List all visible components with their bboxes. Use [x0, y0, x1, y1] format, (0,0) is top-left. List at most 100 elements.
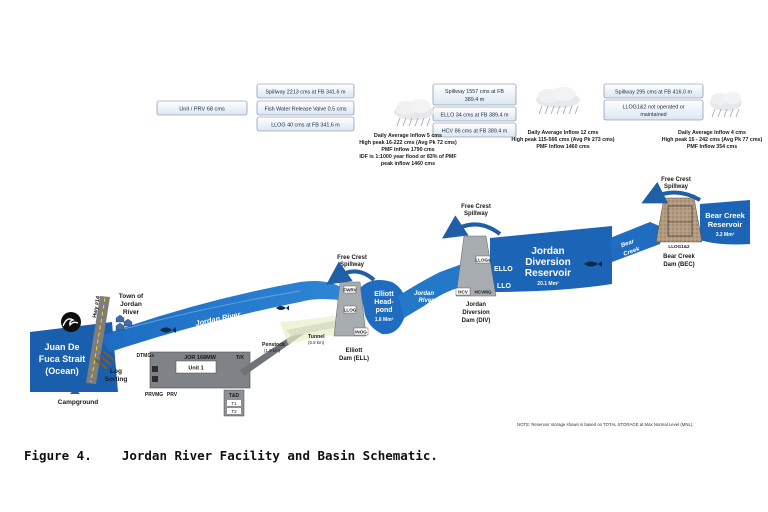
- log-sorting-label-1: Log: [110, 368, 122, 375]
- info-boxes-elliott: Spillway 2213 cms at FB 341.6 m Fish Wat…: [256, 83, 355, 132]
- unit-prv-text: Unit / PRV 68 cms: [179, 107, 225, 113]
- bec-free-crest-spillway: Free Crest Spillway: [641, 177, 702, 204]
- bec-inflow-line: High peak 15 - 242 cms (Avg Pk 77 cms): [662, 137, 763, 143]
- div-free-crest-spillway: Free Crest Spillway: [442, 204, 502, 239]
- ell-dam-label-1: Elliott: [346, 348, 363, 354]
- inflow-text-diversion: Daily Average Inflow 12 cms High peak 11…: [511, 130, 614, 150]
- div-inflow-line: Daily Average Inflow 12 cms: [528, 130, 599, 136]
- info-box-unit-prv: Unit / PRV 68 cms: [156, 100, 248, 116]
- fish-icon: [584, 261, 602, 267]
- diversion-dam: LLOGs ELLO LLO HCV HCVMG Jordan Diversio…: [455, 235, 513, 324]
- powerhouse: JOR 168MW Unit 1 DTMGs T/K PRVMG PRV T&D…: [137, 351, 251, 417]
- llo-label: LLO: [497, 283, 512, 290]
- div-ello-text: ELLO 34 cms at FB 389.4 m: [440, 113, 509, 119]
- bear-creek-dam: LLOG1&2 Bear Creek Dam (BEC): [655, 197, 703, 268]
- headpond-label-1: Elliott: [374, 291, 394, 298]
- town-of-jordan-river: Town of Jordan River: [115, 293, 144, 331]
- info-boxes-bear-creek: Spillway 295 cms at FB 416.0 m LLOG1&2 n…: [603, 83, 704, 121]
- div-hcv-text: HCV 86 cms at FB 389.4 m: [442, 129, 508, 135]
- hcvmg-label: HCVMG: [474, 290, 492, 295]
- div-spillway-text-2: 389.4 m: [465, 97, 485, 103]
- ell-spillway-text: Spillway 2213 cms at FB 341.6 m: [266, 90, 347, 96]
- tunnel-label-1: Tunnel: [308, 334, 325, 340]
- penstock-label-2: (1.6 km): [264, 348, 281, 353]
- bear-creek-label-2: Creek: [623, 246, 641, 258]
- diversion-reservoir: Jordan Diversion Reservoir 20.1 Mm³: [490, 226, 612, 292]
- house-icon: [115, 314, 125, 323]
- ell-dam-label-2: Dam (ELL): [339, 356, 369, 362]
- div-dam-label-1: Jordan: [466, 302, 486, 308]
- headpond-label-2: Head-: [374, 299, 394, 306]
- bec-res-label-1: Bear Creek: [705, 211, 745, 220]
- tent-icon: [82, 386, 92, 392]
- div-res-volume: 20.1 Mm³: [537, 281, 559, 287]
- tunnel-label-2: (5.5 km): [308, 340, 325, 345]
- llog-ell-label: LLOG: [344, 308, 357, 313]
- tent-icon: [58, 386, 68, 392]
- ocean-label-3: (Ocean): [45, 366, 79, 376]
- hcv-label: HCV: [458, 290, 469, 295]
- prv-label: PRV: [167, 392, 178, 398]
- ell-inflow-line: High peak 16-222 cms (Avg Pk 72 cms): [359, 140, 457, 146]
- house-icon: [123, 318, 133, 327]
- ocean-label-2: Fuca Strait: [39, 354, 86, 364]
- bec-llog-text-2: maintained: [640, 112, 666, 118]
- ell-inflow-line: IDF is 1:1000 year flood or 83% of PMF: [359, 154, 457, 160]
- bec-dam-label-2: Dam (BEC): [663, 262, 694, 268]
- div-free-label-1: Free Crest: [461, 204, 491, 210]
- campground: Campground: [58, 386, 98, 406]
- elliott-headpond: Elliott Head- pond 1.6 Mm³: [360, 280, 407, 335]
- inflow-text-elliott: Daily Average Inflow 5 cms High peak 16-…: [359, 133, 457, 167]
- llogs-label: LLOGs: [475, 258, 491, 263]
- spillway-arrow-icon: [442, 215, 502, 239]
- div-res-label-3: Reservoir: [525, 268, 571, 279]
- house-icon: [115, 322, 125, 331]
- town-label-3: River: [123, 309, 140, 316]
- ocean-label-1: Juan De: [44, 342, 79, 352]
- wave-icon: [61, 312, 81, 332]
- td-label: T&D: [229, 393, 240, 399]
- jordan-river-lower: [100, 281, 352, 352]
- bec-spillway-text: Spillway 295 cms at FB 416.0 m: [615, 90, 693, 96]
- rain-cloud-icon: [394, 99, 434, 127]
- bec-dam-label-1: Bear Creek: [663, 254, 695, 260]
- bec-llog-text-1: LLOG1&2 not operated or: [622, 105, 684, 111]
- div-dam-label-2: Diversion: [462, 310, 490, 316]
- highway: Hwy #14: [86, 295, 110, 384]
- div-inflow-line: PMF Inflow 1460 cms: [536, 144, 589, 150]
- campground-label: Campground: [58, 399, 98, 406]
- unit1-label: Unit 1: [188, 366, 203, 372]
- tk-label: T/K: [236, 355, 244, 361]
- prvmg-label: PRVMG: [145, 392, 163, 398]
- bec-res-label-2: Reservoir: [708, 220, 743, 229]
- highway-label: Hwy #14: [92, 295, 102, 319]
- jordan-river-mid-label-2: River: [418, 298, 434, 304]
- div-spillway-text-1: Spillway 1557 cms at FB: [445, 89, 504, 95]
- div-res-label-2: Diversion: [525, 257, 571, 268]
- ell-inflow-line: PMF Inflow 1790 cms: [381, 147, 434, 153]
- bear-creek-reservoir: Bear Creek Reservoir 3.2 Mm³: [700, 200, 750, 245]
- ell-free-crest-spillway: Free Crest Spillway: [326, 255, 376, 285]
- bec-inflow-line: PMF Inflow 354 cms: [687, 144, 737, 150]
- rain-cloud-icon: [710, 92, 742, 118]
- ell-inflow-line: Daily Average Inflow 5 cms: [374, 133, 442, 139]
- spillway-arrow-icon: [326, 261, 376, 285]
- info-boxes-diversion: Spillway 1557 cms at FB 389.4 m ELLO 34 …: [432, 83, 517, 138]
- fwrv-label: FWRV: [343, 288, 357, 293]
- ello-label: ELLO: [494, 266, 513, 273]
- log-sorting: Log Sorting: [94, 350, 128, 383]
- inog-label: INOG: [355, 330, 367, 335]
- t2-label: T2: [231, 409, 237, 414]
- headpond-volume: 1.6 Mm³: [375, 317, 394, 323]
- storage-note: NOTE: Reservoir storage shown is based o…: [517, 422, 693, 427]
- bear-creek-label-1: Bear: [620, 239, 635, 249]
- bear-creek: [610, 222, 664, 262]
- llog12-label: LLOG1&2: [668, 244, 690, 249]
- log-sorting-label-2: Sorting: [105, 376, 128, 383]
- div-dam-label-3: Dam (DIV): [462, 318, 491, 324]
- ell-fwrv-text: Fish Water Release Valve 0.5 cms: [264, 107, 346, 113]
- div-res-label-1: Jordan: [531, 246, 564, 257]
- jor-label: JOR 168MW: [184, 355, 217, 361]
- fish-icon: [160, 327, 176, 333]
